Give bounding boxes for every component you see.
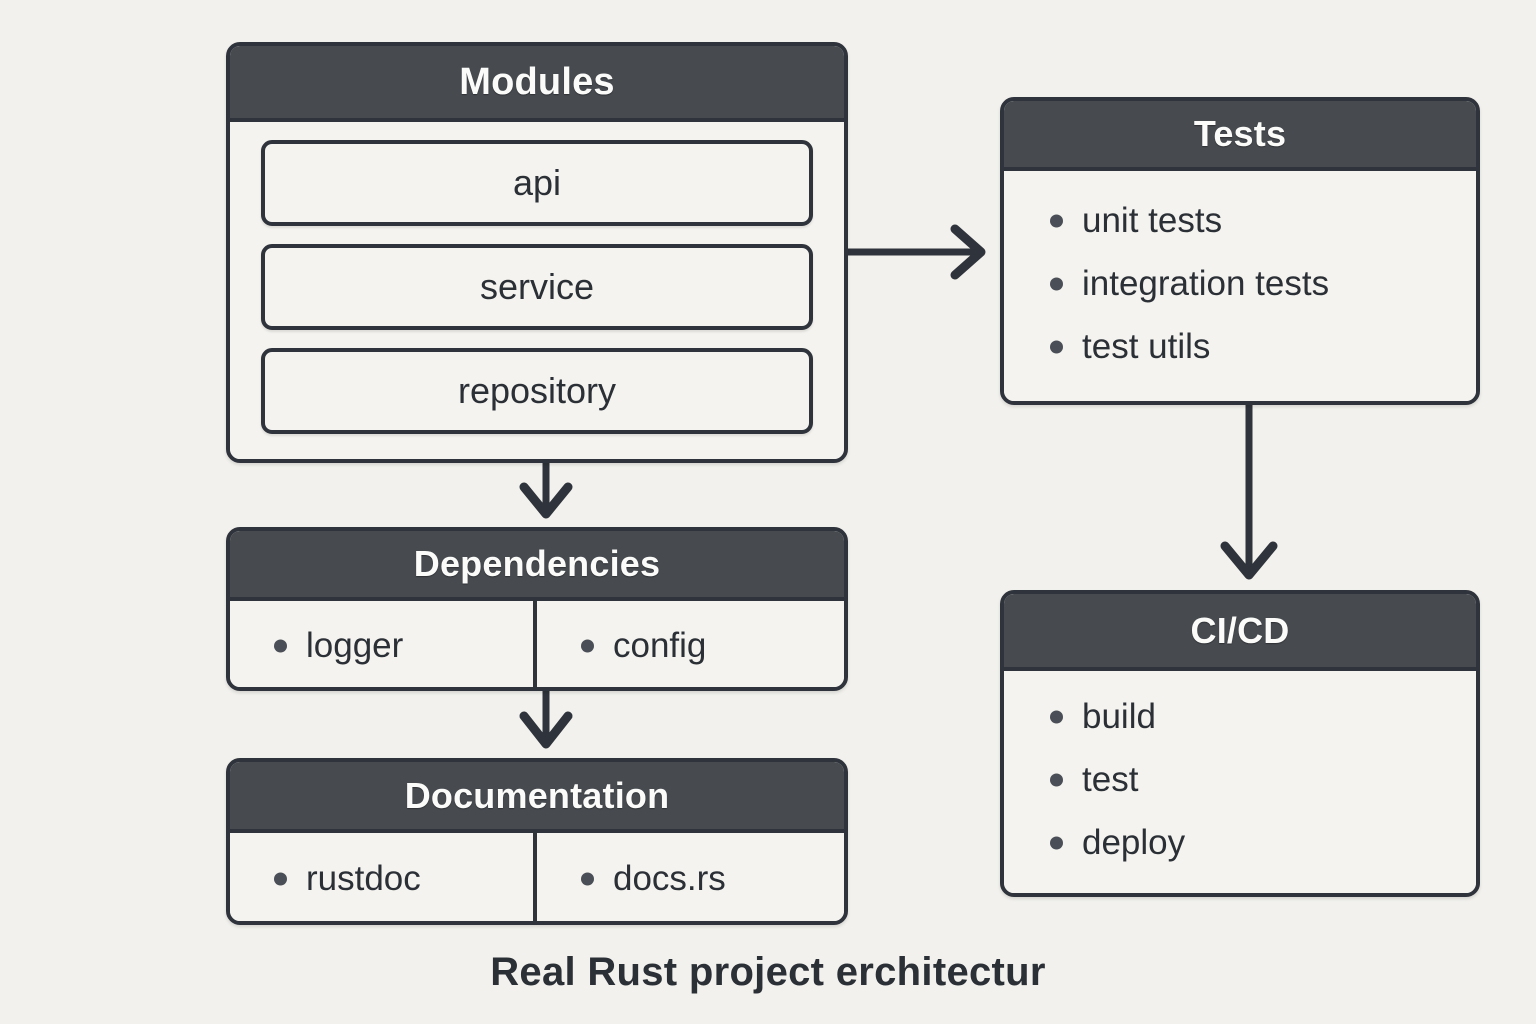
modules-card-body: api service repository [230, 122, 844, 459]
tests-list: unit tests integration tests test utils [1004, 189, 1476, 378]
module-item-repository[interactable]: repository [261, 348, 813, 434]
modules-card-title: Modules [230, 46, 844, 122]
dependencies-card-title: Dependencies [230, 531, 844, 601]
list-item: integration tests [1082, 252, 1476, 315]
list-item: test utils [1082, 315, 1476, 378]
dependency-config: config [581, 626, 706, 666]
cicd-card: CI/CD build test deploy [1000, 590, 1480, 897]
documentation-card-body: rustdoc docs.rs [230, 833, 844, 921]
documentation-card: Documentation rustdoc docs.rs [226, 758, 848, 925]
tests-card-title: Tests [1004, 101, 1476, 171]
list-item: build [1082, 685, 1476, 748]
documentation-columns: rustdoc docs.rs [230, 833, 844, 921]
dependencies-column-right: config [537, 601, 844, 687]
arrow-tests-to-cicd [1220, 405, 1278, 580]
cicd-card-title: CI/CD [1004, 594, 1476, 671]
cicd-card-body: build test deploy [1004, 671, 1476, 893]
documentation-docsrs: docs.rs [581, 859, 726, 899]
dependency-logger: logger [274, 626, 403, 666]
module-item-api[interactable]: api [261, 140, 813, 226]
documentation-column-left: rustdoc [230, 833, 537, 921]
diagram-caption: Real Rust project erchitectur [490, 950, 1046, 994]
module-item-service[interactable]: service [261, 244, 813, 330]
documentation-column-right: docs.rs [537, 833, 844, 921]
documentation-rustdoc: rustdoc [274, 859, 421, 899]
modules-card: Modules api service repository [226, 42, 848, 463]
dependencies-columns: logger config [230, 601, 844, 687]
dependencies-card: Dependencies logger config [226, 527, 848, 691]
list-item: test [1082, 748, 1476, 811]
tests-card-body: unit tests integration tests test utils [1004, 171, 1476, 401]
documentation-card-title: Documentation [230, 762, 844, 833]
arrow-modules-to-dependencies [519, 463, 573, 519]
dependencies-card-body: logger config [230, 601, 844, 687]
arrow-modules-to-tests [848, 224, 986, 280]
tests-card: Tests unit tests integration tests test … [1000, 97, 1480, 405]
dependencies-column-left: logger [230, 601, 537, 687]
list-item: deploy [1082, 811, 1476, 874]
cicd-list: build test deploy [1004, 685, 1476, 874]
list-item: unit tests [1082, 189, 1476, 252]
